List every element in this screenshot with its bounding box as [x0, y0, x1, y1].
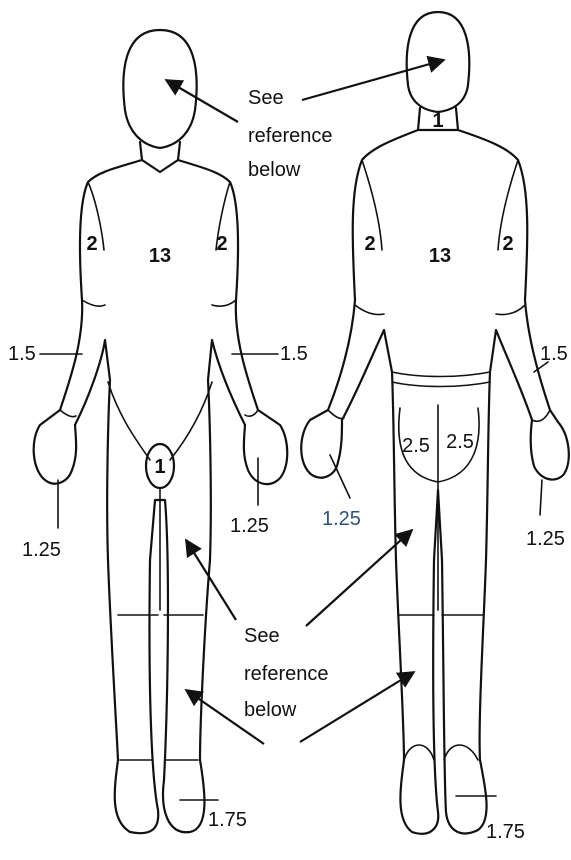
- front-right-elbow-line: [212, 300, 236, 306]
- back-left-elbow-line: [355, 305, 384, 315]
- back-left-wrist-line: [328, 410, 344, 419]
- front-left-hand-value: 1.25: [22, 539, 61, 561]
- front-neck: [140, 142, 180, 172]
- back-right-hand-value: 1.25: [526, 528, 565, 550]
- back-heel-lines: [404, 745, 478, 760]
- back-right-upper-arm-value: 2: [502, 233, 513, 255]
- back-figure: 1 13 2 2 2.5 2.5 1.5 1.25 1.25 1.75: [301, 12, 569, 843]
- front-right-upper-arm-value: 2: [216, 233, 227, 255]
- reference-top: See reference below: [166, 60, 444, 181]
- back-right-wrist-line: [532, 410, 550, 421]
- reference-bottom-line-2: reference: [244, 663, 329, 685]
- front-right-hand-value: 1.25: [230, 515, 269, 537]
- reference-top-line-2: reference: [248, 125, 333, 147]
- front-genital-value: 1: [154, 456, 165, 478]
- back-torso-value: 13: [429, 245, 451, 267]
- front-left-upper-arm-value: 2: [86, 233, 97, 255]
- reference-top-arrow-back: [302, 60, 444, 100]
- reference-top-line-1: See: [248, 87, 284, 109]
- reference-top-arrow-front: [166, 80, 238, 122]
- front-torso-value: 13: [149, 245, 171, 267]
- back-left-hand-leader: [330, 455, 350, 498]
- front-head: [123, 30, 196, 148]
- back-belt-lower: [392, 382, 490, 387]
- reference-bottom-line-1: See: [244, 625, 280, 647]
- front-left-wrist-line: [60, 410, 76, 417]
- front-left-forearm-value: 1.5: [8, 343, 36, 365]
- front-pelvis-line: [108, 382, 212, 460]
- back-left-buttock-value: 2.5: [402, 435, 430, 457]
- back-right-forearm-value: 1.5: [540, 343, 568, 365]
- reference-bottom-line-3: below: [244, 699, 297, 721]
- reference-top-line-3: below: [248, 159, 301, 181]
- back-foot-value: 1.75: [486, 821, 525, 843]
- back-belt-line: [392, 372, 490, 377]
- reference-bottom: See reference below: [186, 530, 414, 744]
- back-left-upper-arm-value: 2: [364, 233, 375, 255]
- back-right-elbow-line: [496, 305, 525, 315]
- back-left-hand-value: 1.25: [322, 508, 361, 530]
- back-right-buttock-value: 2.5: [446, 431, 474, 453]
- front-right-forearm-value: 1.5: [280, 343, 308, 365]
- front-foot-value: 1.75: [208, 809, 247, 831]
- front-right-wrist-line: [245, 410, 258, 416]
- back-right-hand-leader: [540, 480, 542, 515]
- back-neck-value: 1: [432, 110, 443, 132]
- front-left-elbow-line: [82, 300, 105, 306]
